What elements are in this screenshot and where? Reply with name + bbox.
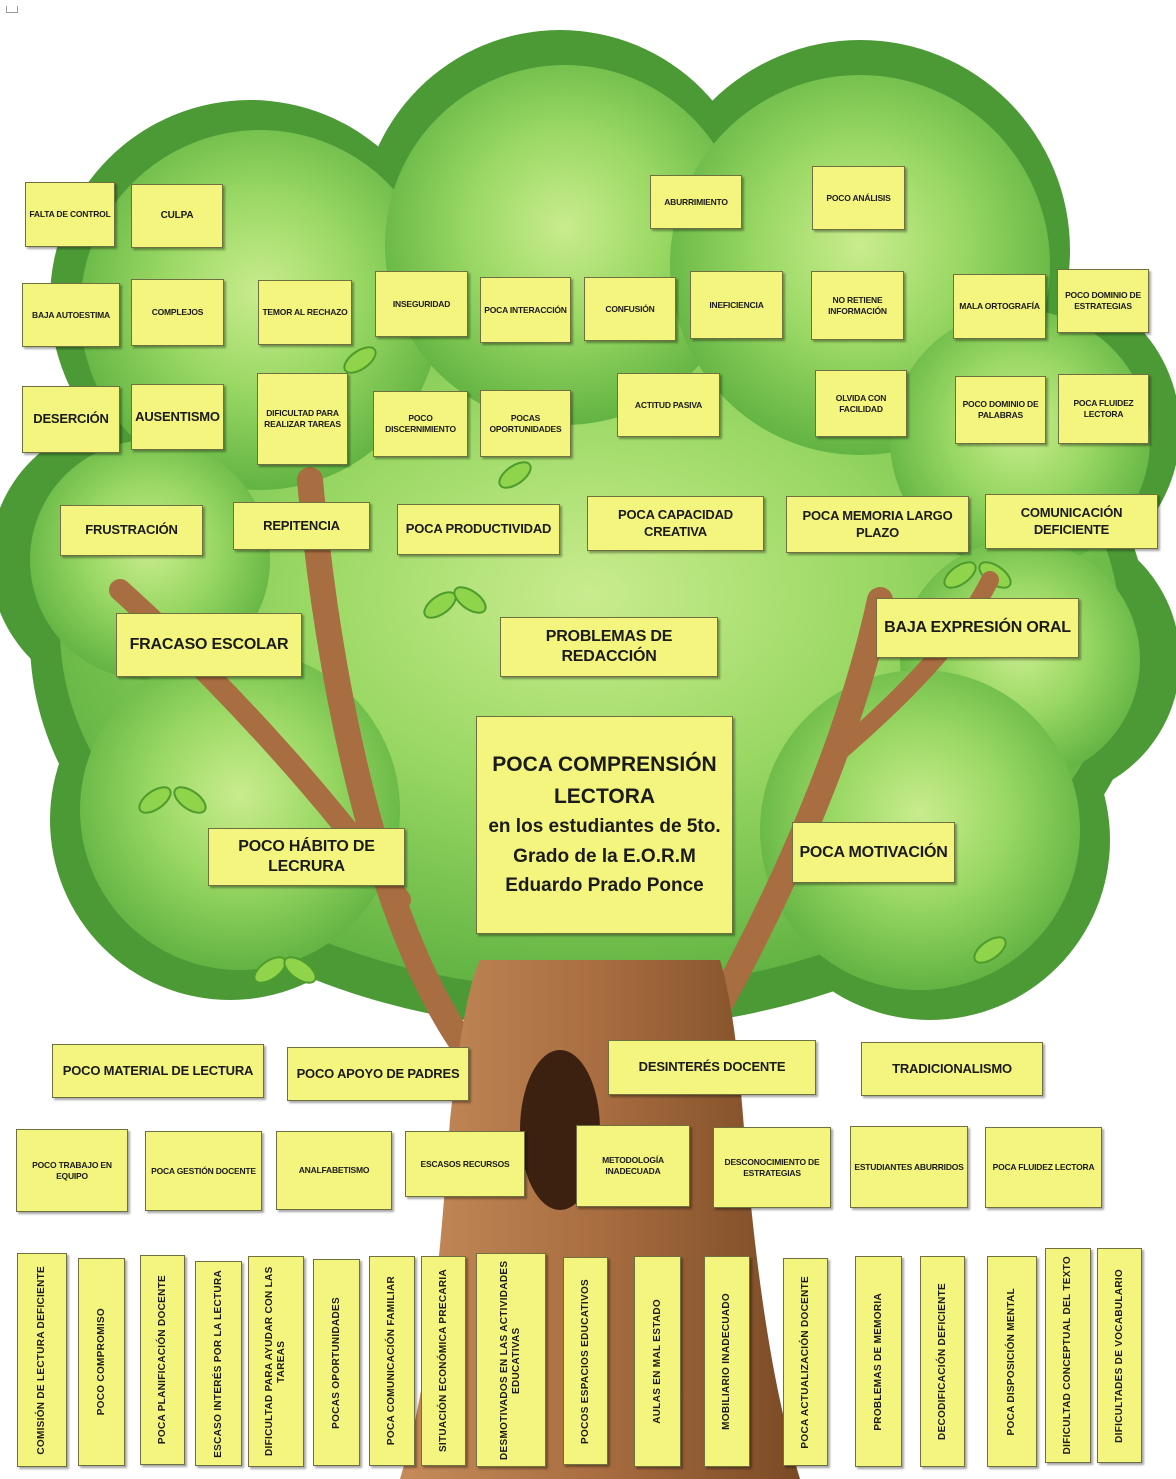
- root-box-situacion-economica-precaria: SITUACIÓN ECONÓMICA PRECARIA: [421, 1256, 466, 1466]
- effect-box-confusion: CONFUSIÓN: [584, 277, 676, 341]
- root-box-comision-de-lectura-deficiente: COMISIÓN DE LECTURA DEFICIENTE: [17, 1253, 67, 1467]
- root-box-poco-compromiso: POCO COMPROMISO: [78, 1258, 125, 1466]
- effect-box-culpa: CULPA: [131, 184, 223, 248]
- cause-box-poca-motivacion: POCA MOTIVACIÓN: [792, 822, 955, 883]
- effect-box-frustracion: FRUSTRACIÓN: [60, 505, 203, 556]
- effect-box-ausentismo: AUSENTISMO: [131, 384, 224, 450]
- effect-box-comunicacion-deficiente: COMUNICACIÓN DEFICIENTE: [985, 494, 1158, 549]
- effect-box-poca-fluidez-lectora: POCA FLUIDEZ LECTORA: [1058, 374, 1149, 444]
- effect-box-poca-memoria-largo-plazo: POCA MEMORIA LARGO PLAZO: [786, 496, 969, 553]
- effect-box-poco-dominio-de-palabras: POCO DOMINIO DE PALABRAS: [955, 376, 1046, 444]
- effect-box-actitud-pasiva: ACTITUD PASIVA: [617, 373, 720, 437]
- cause-box-poca-fluidez-lectora: POCA FLUIDEZ LECTORA: [985, 1127, 1102, 1208]
- root-box-pocos-espacios-educativos: POCOS ESPACIOS EDUCATIVOS: [563, 1257, 608, 1465]
- root-box-poca-disposicion-mental: POCA DISPOSICIÓN MENTAL: [987, 1256, 1037, 1467]
- effect-box-poca-capacidad-creativa: POCA CAPACIDAD CREATIVA: [587, 496, 764, 551]
- corner-mark: [6, 6, 18, 13]
- cause-box-metodologia-inadecuada: METODOLOGÍA INADECUADA: [576, 1125, 690, 1207]
- root-box-aulas-en-mal-estado: AULAS EN MAL ESTADO: [634, 1256, 681, 1467]
- effect-box-dificultad-para-realizar-tareas: DIFICULTAD PARA REALIZAR TAREAS: [257, 373, 348, 465]
- effect-box-repitencia: REPITENCIA: [233, 502, 370, 550]
- effect-box-aburrimiento: ABURRIMIENTO: [650, 175, 742, 229]
- effect-box-desercion: DESERCIÓN: [22, 386, 120, 453]
- cause-box-tradicionalismo: TRADICIONALISMO: [861, 1042, 1043, 1096]
- central-problem-body: en los estudiantes de 5to. Grado de la E…: [488, 816, 721, 897]
- effect-box-fracaso-escolar: FRACASO ESCOLAR: [116, 613, 302, 677]
- root-box-poca-actualizacion-docente: POCA ACTUALIZACIÓN DOCENTE: [783, 1258, 828, 1466]
- effect-box-poco-analisis: POCO ANÁLISIS: [812, 166, 905, 230]
- cause-box-estudiantes-aburridos: ESTUDIANTES ABURRIDOS: [850, 1126, 968, 1208]
- effect-box-baja-autoestima: BAJA AUTOESTIMA: [22, 283, 120, 347]
- leaf-decorations: [138, 346, 1012, 984]
- effect-box-ineficiencia: INEFICIENCIA: [690, 271, 783, 339]
- effect-box-baja-expresion-oral: BAJA EXPRESIÓN ORAL: [876, 598, 1079, 658]
- effect-box-complejos: COMPLEJOS: [131, 279, 224, 346]
- effect-box-olvida-con-facilidad: OLVIDA CON FACILIDAD: [815, 370, 907, 437]
- root-box-problemas-de-memoria: PROBLEMAS DE MEMORIA: [855, 1256, 902, 1467]
- central-problem-title: POCA COMPRENSIÓN LECTORA: [492, 753, 717, 808]
- effect-box-falta-de-control: FALTA DE CONTROL: [25, 182, 115, 247]
- root-box-dificultad-conceptual-del-texto: DIFICULTAD CONCEPTUAL DEL TEXTO: [1045, 1248, 1091, 1463]
- cause-box-poca-gestion-docente: POCA GESTIÓN DOCENTE: [145, 1131, 262, 1211]
- effect-box-inseguridad: INSEGURIDAD: [375, 271, 468, 337]
- cause-box-escasos-recursos: ESCASOS RECURSOS: [405, 1131, 525, 1197]
- root-box-mobiliario-inadecuado: MOBILIARIO INADECUADO: [704, 1256, 750, 1467]
- root-box-dificultad-para-ayudar-con-las-tareas: DIFICULTAD PARA AYUDAR CON LAS TAREAS: [248, 1256, 304, 1467]
- effect-box-temor-al-rechazo: TEMOR AL RECHAZO: [258, 280, 352, 345]
- root-box-desmotivados-en-las-actividades-educativas: DESMOTIVADOS EN LAS ACTIVIDADES EDUCATIV…: [476, 1253, 546, 1467]
- cause-box-poco-habito-de-lectura: POCO HÁBITO DE LECRURA: [208, 828, 405, 886]
- central-problem: POCA COMPRENSIÓN LECTORA en los estudian…: [476, 716, 733, 934]
- cause-box-desinteres-docente: DESINTERÉS DOCENTE: [608, 1040, 816, 1095]
- effect-box-problemas-de-redaccion: PROBLEMAS DE REDACCIÓN: [500, 617, 718, 677]
- root-box-escaso-interes-por-la-lectura: ESCASO INTERÉS POR LA LECTURA: [195, 1261, 242, 1466]
- cause-box-poco-apoyo-de-padres: POCO APOYO DE PADRES: [287, 1047, 469, 1101]
- root-box-pocas-oportunidades: POCAS OPORTUNIDADES: [313, 1259, 360, 1466]
- root-box-dificultades-de-vocabulario: DIFICULTADES DE VOCABULARIO: [1097, 1248, 1142, 1463]
- effect-box-pocas-oportunidades: POCAS OPORTUNIDADES: [480, 390, 571, 457]
- effect-box-poca-productividad: POCA PRODUCTIVIDAD: [397, 504, 560, 555]
- effect-box-no-retiene-informacion: NO RETIENE INFORMACIÓN: [811, 271, 904, 340]
- effect-box-poca-interaccion: POCA INTERACCIÓN: [480, 277, 571, 343]
- root-box-poca-planificacion-docente: POCA PLANIFICACIÓN DOCENTE: [140, 1255, 185, 1465]
- cause-box-poco-material-de-lectura: POCO MATERIAL DE LECTURA: [52, 1044, 264, 1098]
- cause-box-poco-trabajo-en-equipo: POCO TRABAJO EN EQUIPO: [16, 1129, 128, 1212]
- cause-box-desconocimiento-de-estrategias: DESCONOCIMIENTO DE ESTRATEGIAS: [713, 1127, 831, 1208]
- cause-box-analfabetismo: ANALFABETISMO: [276, 1131, 392, 1210]
- effect-box-poco-discernimiento: POCO DISCERNIMIENTO: [373, 391, 468, 457]
- effect-box-mala-ortografia: MALA ORTOGRAFÍA: [953, 274, 1046, 339]
- root-box-poca-comunicacion-familiar: POCA COMUNICACIÓN FAMILIAR: [369, 1256, 415, 1466]
- root-box-decodificacion-deficiente: DECODIFICACIÓN DEFICIENTE: [920, 1256, 965, 1467]
- effect-box-poco-dominio-de-estrategias: POCO DOMINIO DE ESTRATEGIAS: [1057, 269, 1149, 333]
